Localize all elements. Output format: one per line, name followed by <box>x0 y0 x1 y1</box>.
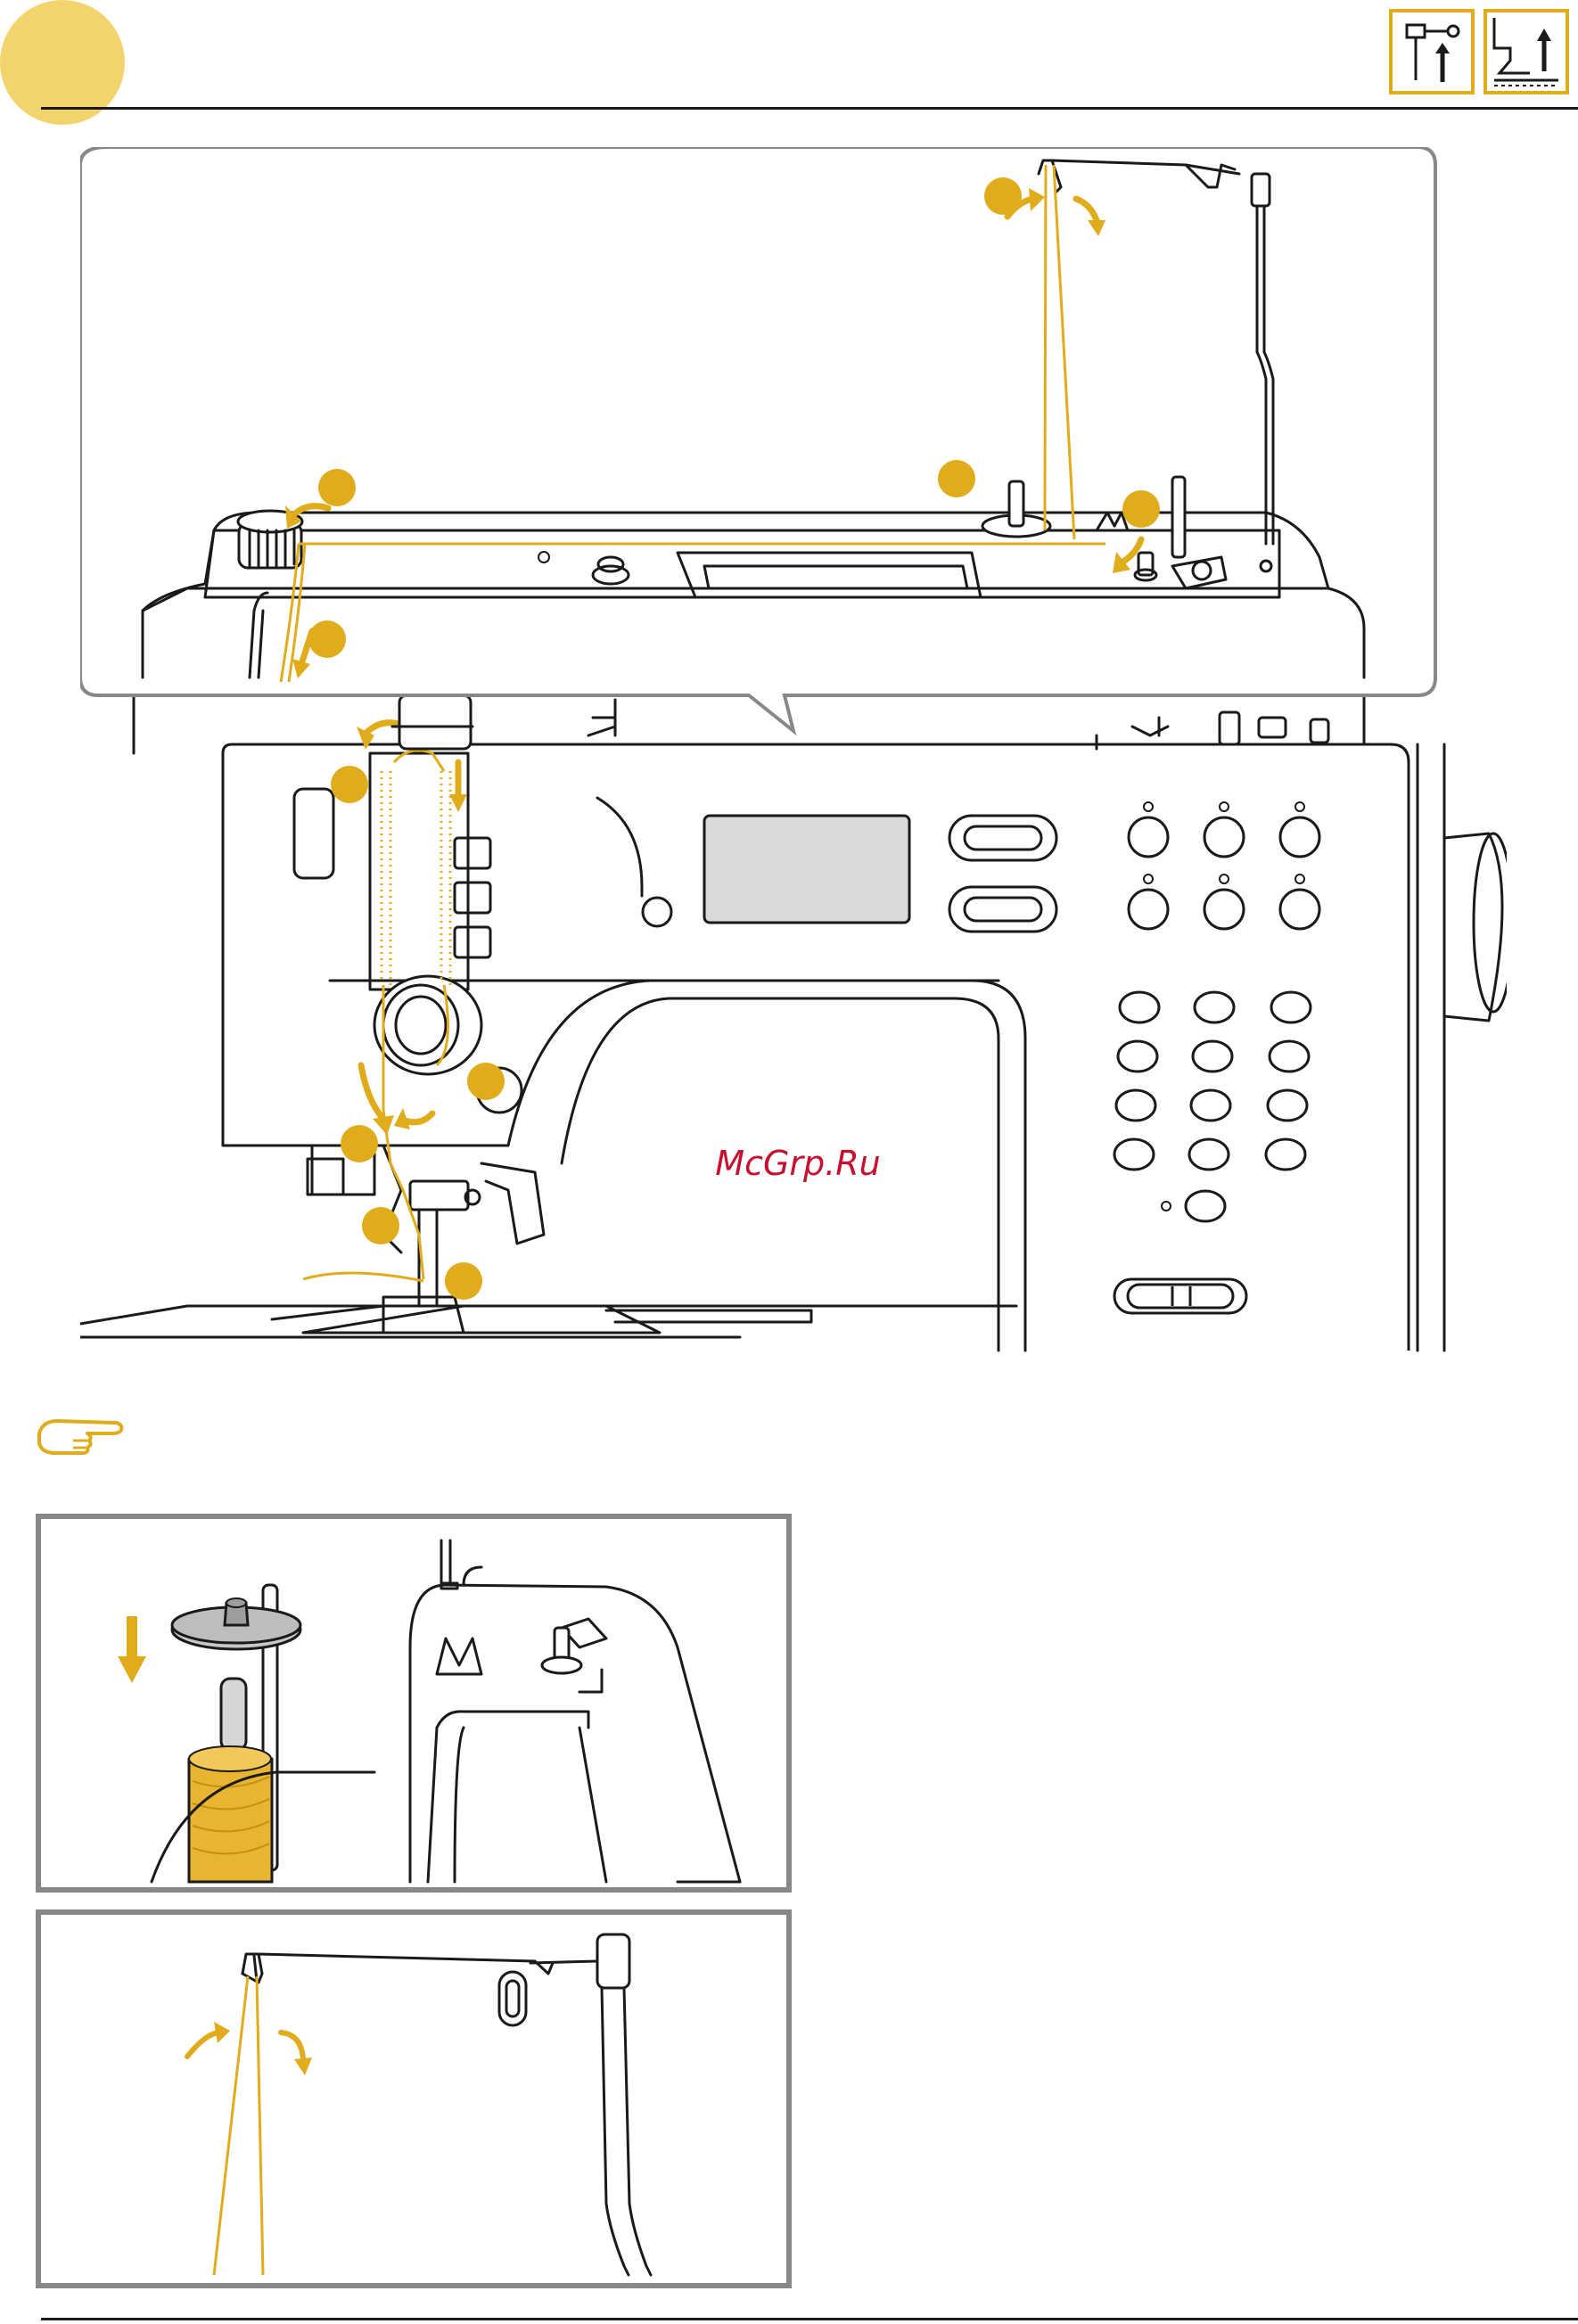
needle-up-icon <box>1389 9 1475 94</box>
presser-foot-up-icon <box>1483 9 1569 94</box>
thread-guide-detail <box>36 1909 792 2288</box>
watermark-text: McGrp.Ru <box>704 1141 892 1186</box>
header-rule <box>41 107 1578 110</box>
section-tab <box>0 0 125 125</box>
spool-cap-detail <box>36 1514 792 1893</box>
footer-rule <box>41 2318 1578 2320</box>
pointing-hand-icon <box>34 1416 127 1458</box>
